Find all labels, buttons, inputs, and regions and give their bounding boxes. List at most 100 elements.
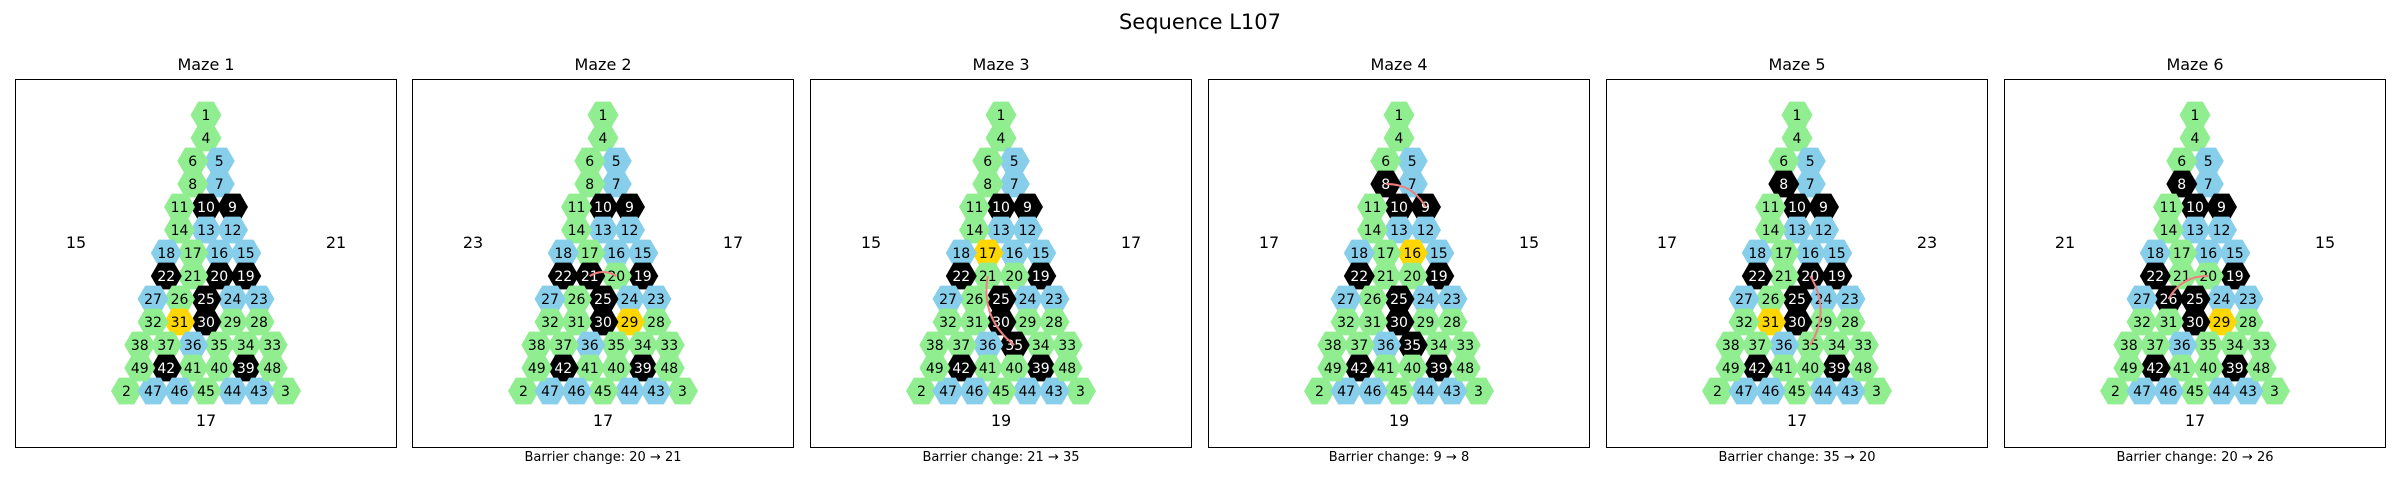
cell-number: 21	[184, 269, 202, 285]
maze-cell-47: 47	[2126, 377, 2158, 405]
cell-number: 3	[2270, 384, 2279, 400]
cell-hexagon	[230, 331, 262, 359]
cell-hexagon	[2179, 216, 2211, 244]
cell-number: 38	[1324, 338, 1342, 354]
maze-cell-8: 8	[1768, 170, 1800, 198]
maze-cell-24: 24	[1808, 285, 1839, 313]
maze-cell-34: 34	[2219, 331, 2251, 359]
maze-cell-24: 24	[1012, 285, 1043, 313]
maze-cell-5: 5	[2192, 147, 2224, 175]
maze-cell-44: 44	[614, 377, 645, 405]
cell-hexagon	[1768, 239, 1800, 267]
maze-cell-49: 49	[521, 354, 553, 382]
maze-cell-47: 47	[932, 377, 964, 405]
maze-cell-3: 3	[667, 377, 698, 405]
cell-hexagon	[653, 331, 685, 359]
cell-hexagon	[640, 377, 672, 405]
maze-title: Maze 5	[1768, 55, 1826, 74]
maze-cell-43: 43	[2232, 377, 2264, 405]
maze-title: Maze 6	[2166, 55, 2224, 74]
maze-cell-24: 24	[614, 285, 645, 313]
cell-number: 33	[1854, 338, 1872, 354]
cell-number: 21	[1377, 269, 1395, 285]
cell-hexagon	[561, 308, 592, 336]
cell-number: 34	[634, 338, 652, 354]
cell-number: 22	[2146, 269, 2164, 285]
cell-hexagon	[111, 377, 142, 405]
maze-cell-45: 45	[190, 377, 222, 405]
maze-cell-39: 39	[1423, 354, 1455, 382]
cell-hexagon	[574, 262, 606, 290]
cell-number: 34	[1430, 338, 1448, 354]
cell-number: 17	[184, 246, 202, 262]
maze-cell-12: 12	[1012, 216, 1043, 244]
cell-hexagon	[1012, 308, 1043, 336]
maze-cell-6: 6	[1768, 147, 1800, 175]
maze-cell-13: 13	[587, 216, 619, 244]
cell-number: 2	[1713, 384, 1722, 400]
edge-label-left: 15	[861, 233, 881, 252]
maze-cell-3: 3	[1065, 377, 1096, 405]
cell-hexagon	[190, 377, 222, 405]
maze-cell-41: 41	[2166, 354, 2198, 382]
cell-hexagon	[1383, 124, 1415, 152]
cell-number: 11	[1762, 200, 1780, 216]
cell-number: 23	[1841, 292, 1859, 308]
maze-cell-17: 17	[2166, 239, 2198, 267]
cell-hexagon	[2179, 124, 2211, 152]
cell-hexagon	[2139, 331, 2171, 359]
maze-cell-27: 27	[1728, 285, 1760, 313]
cell-hexagon	[1012, 193, 1043, 221]
edge-label-right: 15	[2315, 233, 2335, 252]
maze-cell-28: 28	[640, 308, 672, 336]
maze-cell-9: 9	[1012, 193, 1043, 221]
cell-hexagon	[587, 377, 619, 405]
cell-number: 25	[1788, 292, 1806, 308]
cell-number: 47	[2133, 384, 2151, 400]
cell-hexagon	[203, 170, 235, 198]
cell-hexagon	[270, 377, 301, 405]
cell-hexagon	[959, 193, 990, 221]
barrier-change-arc	[589, 271, 617, 277]
cell-number: 48	[1456, 361, 1474, 377]
cell-hexagon	[2179, 101, 2211, 129]
cell-hexagon	[1357, 377, 1388, 405]
cell-number: 6	[1779, 154, 1788, 170]
maze-cell-45: 45	[1383, 377, 1415, 405]
cell-hexagon	[2232, 377, 2264, 405]
maze-cell-5: 5	[203, 147, 235, 175]
cell-hexagon	[203, 354, 235, 382]
cell-number: 39	[2226, 361, 2244, 377]
cell-hexagon	[945, 354, 977, 382]
cell-hexagon	[1808, 285, 1839, 313]
cell-hexagon	[985, 377, 1017, 405]
maze-cell-19: 19	[2219, 262, 2251, 290]
cell-number: 16	[607, 246, 625, 262]
cell-number: 18	[1748, 246, 1766, 262]
maze-cell-37: 37	[150, 331, 182, 359]
maze-cell-16: 16	[1396, 239, 1428, 267]
cell-number: 35	[1403, 338, 1421, 354]
cell-hexagon	[217, 377, 248, 405]
cell-number: 18	[554, 246, 572, 262]
cell-number: 48	[2252, 361, 2270, 377]
cell-number: 31	[1364, 315, 1382, 331]
cell-hexagon	[1821, 331, 1853, 359]
cell-number: 34	[2226, 338, 2244, 354]
maze-cell-45: 45	[985, 377, 1017, 405]
cell-number: 5	[1010, 154, 1019, 170]
maze-cell-26: 26	[1357, 285, 1388, 313]
cell-hexagon	[2179, 308, 2211, 336]
maze-cell-45: 45	[2179, 377, 2211, 405]
cell-number: 26	[568, 292, 586, 308]
cell-hexagon	[1781, 124, 1813, 152]
cell-number: 32	[1337, 315, 1355, 331]
cell-hexagon	[1370, 239, 1402, 267]
cell-number: 41	[1377, 361, 1395, 377]
cell-number: 7	[1806, 177, 1815, 193]
cell-number: 34	[237, 338, 255, 354]
cell-hexagon	[190, 101, 222, 129]
maze-cell-36: 36	[2166, 331, 2198, 359]
